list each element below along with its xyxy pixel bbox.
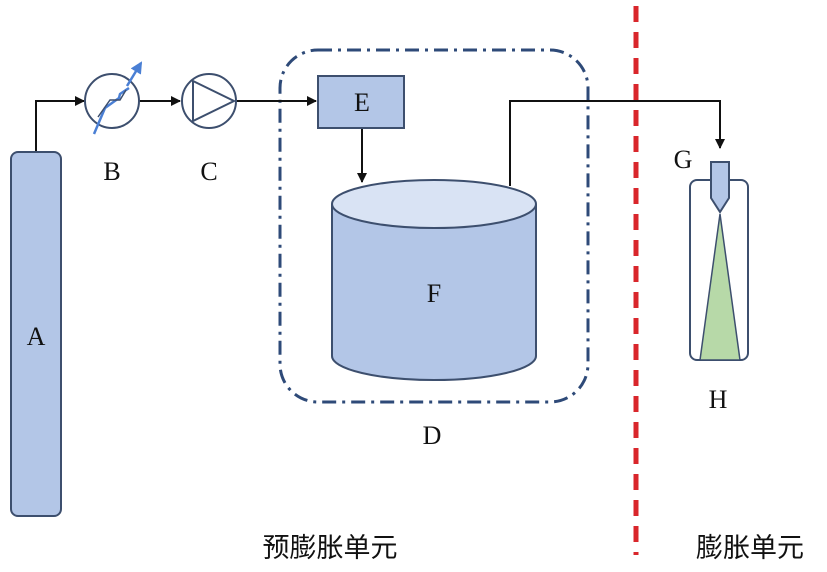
heat-exchanger-icon [84, 61, 143, 135]
label-d: D [423, 421, 442, 450]
pipe-a-to-b [35, 96, 85, 152]
label-a: A [27, 322, 46, 351]
gas-cylinder [10, 151, 62, 517]
component-e-box [317, 75, 405, 129]
label-e: E [354, 88, 370, 117]
label-f: F [427, 279, 441, 308]
label-g: G [674, 145, 693, 174]
label-c: C [200, 157, 217, 186]
label-b: B [103, 157, 120, 186]
expansion-unit-label: 膨胀单元 [696, 533, 804, 564]
pump-icon [181, 73, 237, 129]
pre-expansion-tank [331, 179, 537, 381]
nozzle [710, 161, 730, 214]
pipe-f-to-g [509, 100, 725, 186]
label-h: H [709, 385, 728, 414]
pre-expansion-unit-label: 预膨胀单元 [263, 533, 398, 564]
spray-cone [699, 213, 741, 361]
pre-expansion-enclosure [278, 48, 590, 404]
